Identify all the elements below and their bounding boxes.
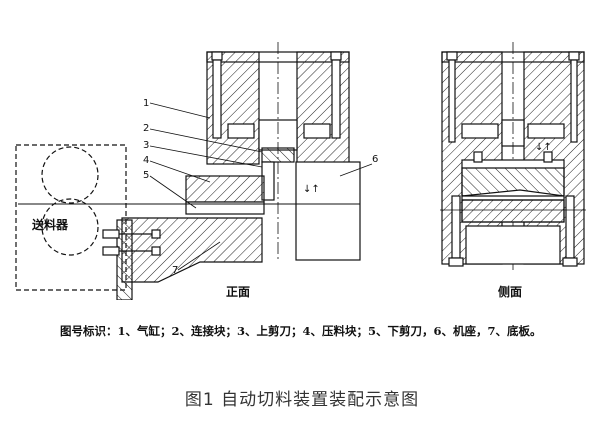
upper-roller bbox=[41, 146, 99, 204]
part-number-6: 6 bbox=[372, 154, 378, 165]
part-number-1: 1 bbox=[143, 98, 149, 109]
cylinder-right bbox=[296, 51, 350, 165]
part-number-5: 5 bbox=[143, 170, 149, 181]
parts-legend: 图号标识：1、气缸；2、连接块；3、上剪刀；4、压料块；5、下剪刀，6、机座，7… bbox=[60, 324, 542, 338]
front-view bbox=[15, 42, 373, 300]
frame bbox=[295, 161, 361, 261]
base-upright bbox=[116, 219, 133, 300]
front-view-label: 正面 bbox=[226, 285, 250, 299]
lower-blade bbox=[185, 201, 265, 215]
side-wedge bbox=[461, 167, 565, 197]
direction-mark-side: ↓↑ bbox=[535, 142, 552, 153]
assembly-drawing: 1 2 3 4 5 6 7 ↓↑ 送料器 正面 bbox=[15, 42, 586, 300]
base-plate bbox=[121, 217, 263, 283]
part-number-3: 3 bbox=[143, 140, 149, 151]
part-number-4: 4 bbox=[143, 155, 149, 166]
direction-mark-front: ↓↑ bbox=[303, 184, 320, 195]
side-view bbox=[440, 42, 586, 270]
part-number-2: 2 bbox=[143, 123, 149, 134]
pressing-block bbox=[185, 175, 265, 203]
side-lower-block bbox=[461, 199, 565, 223]
part-number-7: 7 bbox=[172, 265, 178, 276]
side-view-label: 侧面 bbox=[498, 284, 522, 299]
feeder-label: 送料器 bbox=[31, 217, 69, 232]
figure-caption: 图1 自动切料装置装配示意图 bbox=[184, 390, 420, 410]
lower-roller bbox=[41, 198, 99, 256]
